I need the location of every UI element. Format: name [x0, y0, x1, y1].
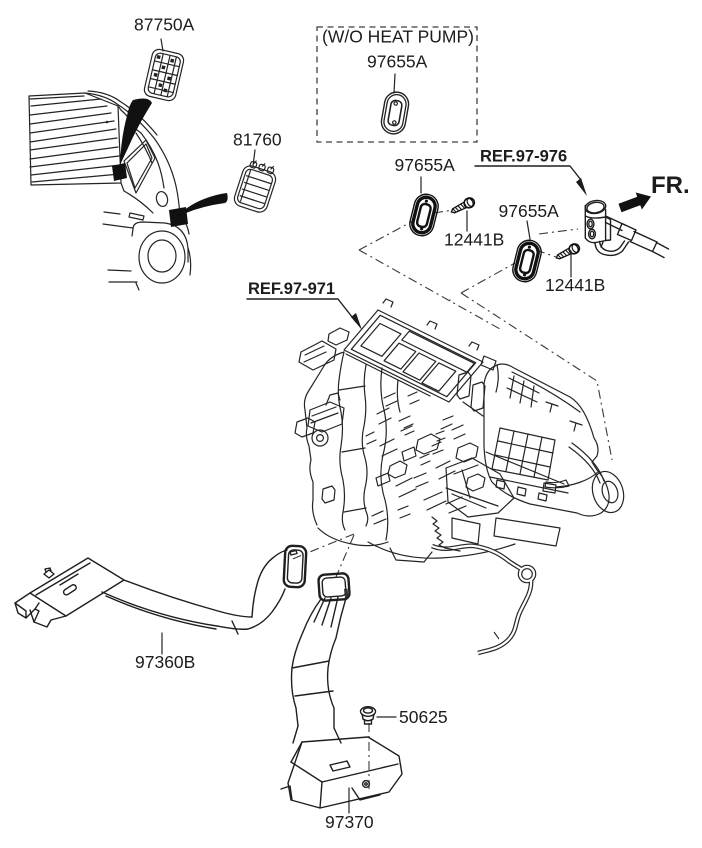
svg-text:97655A: 97655A [499, 201, 560, 221]
svg-text:(W/O HEAT PUMP): (W/O HEAT PUMP) [322, 27, 474, 47]
svg-text:FR.: FR. [651, 172, 690, 199]
svg-text:REF.97-976: REF.97-976 [480, 148, 567, 166]
svg-text:12441B: 12441B [444, 230, 504, 250]
svg-text:97370: 97370 [325, 812, 374, 832]
svg-text:97360B: 97360B [135, 652, 195, 672]
svg-text:REF.97-971: REF.97-971 [248, 280, 335, 298]
svg-text:87750A: 87750A [134, 15, 195, 35]
svg-text:97655A: 97655A [395, 155, 456, 175]
svg-text:81760: 81760 [233, 130, 282, 150]
svg-text:12441B: 12441B [545, 275, 605, 295]
svg-text:50625: 50625 [399, 707, 448, 727]
svg-text:97655A: 97655A [367, 52, 428, 72]
